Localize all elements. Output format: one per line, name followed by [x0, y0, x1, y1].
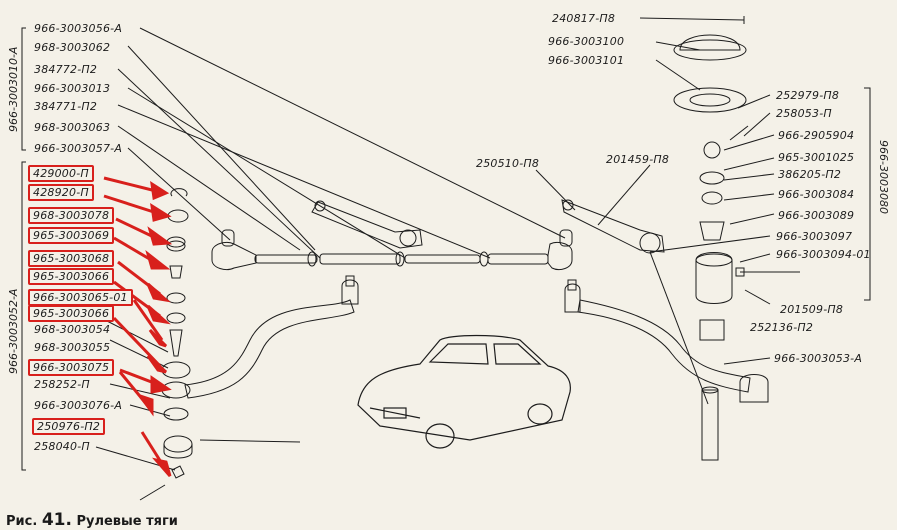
part-label: 201509-П8	[780, 303, 844, 316]
idler-arm	[311, 200, 423, 249]
group-label-left-top: 966-3003010-А	[7, 46, 20, 132]
right-parts-stack	[673, 16, 800, 461]
part-label-highlighted: 428920-П	[28, 184, 94, 201]
caption-prefix: Рис.	[6, 514, 38, 529]
part-label: 968-3003062	[34, 41, 111, 54]
part-label-highlighted: 966-3003065-01	[28, 289, 133, 306]
part-label: 252136-П2	[750, 321, 814, 334]
part-label-highlighted: 966-3003075	[28, 359, 115, 376]
group-label-right: 966-3003080	[877, 140, 890, 214]
caption-number: 41.	[41, 510, 72, 530]
part-label: 252979-П8	[776, 89, 840, 102]
caption-title: Рулевые тяги	[76, 514, 178, 529]
tie-rod-assembly	[211, 229, 573, 271]
part-label: 968-3003054	[34, 323, 111, 336]
part-label-highlighted: 965-3003066	[28, 305, 115, 322]
lower-left-link	[184, 275, 359, 399]
part-label: 966-3003013	[34, 82, 111, 95]
highlight-arrows	[103, 176, 173, 477]
part-label-highlighted: 250976-П2	[32, 418, 106, 435]
part-label: 966-2905904	[778, 129, 855, 142]
part-label-highlighted: 968-3003078	[28, 207, 115, 224]
part-label: 966-3003101	[548, 54, 625, 67]
part-label: 240817-П8	[552, 12, 616, 25]
part-label: 386205-П2	[778, 168, 842, 181]
part-label: 966-3003089	[778, 209, 855, 222]
part-label: 258053-П	[776, 107, 832, 120]
part-label: 965-3001025	[778, 151, 855, 164]
part-label: 966-3003100	[548, 35, 625, 48]
part-label: 201459-П8	[606, 153, 670, 166]
part-label: 966-3003076-А	[34, 399, 123, 412]
group-label-left-bottom: 966-3003052-А	[7, 288, 20, 374]
figure-caption: Рис. 41. Рулевые тяги	[6, 510, 178, 530]
part-label: 966-3003053-А	[774, 352, 863, 365]
part-label: 384772-П2	[34, 63, 98, 76]
part-label: 250510-П8	[476, 157, 540, 170]
car-illustration	[357, 334, 571, 449]
bracket-left-bottom	[21, 161, 26, 471]
left-parts-stack	[139, 188, 193, 501]
part-label: 966-3003084	[778, 188, 855, 201]
bracket-right	[864, 87, 871, 301]
part-label-highlighted: 965-3003066	[28, 268, 115, 285]
part-label-highlighted: 429000-П	[28, 165, 94, 182]
part-label: 968-3003063	[34, 121, 111, 134]
part-label: 384771-П2	[34, 100, 98, 113]
right-arm	[561, 199, 665, 254]
part-label: 966-3003057-А	[34, 142, 123, 155]
part-label: 258040-П	[34, 440, 90, 453]
part-label: 258252-П	[34, 378, 90, 391]
part-label: 966-3003094-01	[776, 248, 871, 261]
part-label: 968-3003055	[34, 341, 111, 354]
part-label-highlighted: 965-3003069	[28, 227, 115, 244]
part-label-highlighted: 965-3003068	[28, 250, 115, 267]
lower-right-link	[564, 279, 769, 403]
part-label: 966-3003097	[776, 230, 853, 243]
bracket-left-top	[21, 27, 26, 151]
part-label: 966-3003056-А	[34, 22, 123, 35]
